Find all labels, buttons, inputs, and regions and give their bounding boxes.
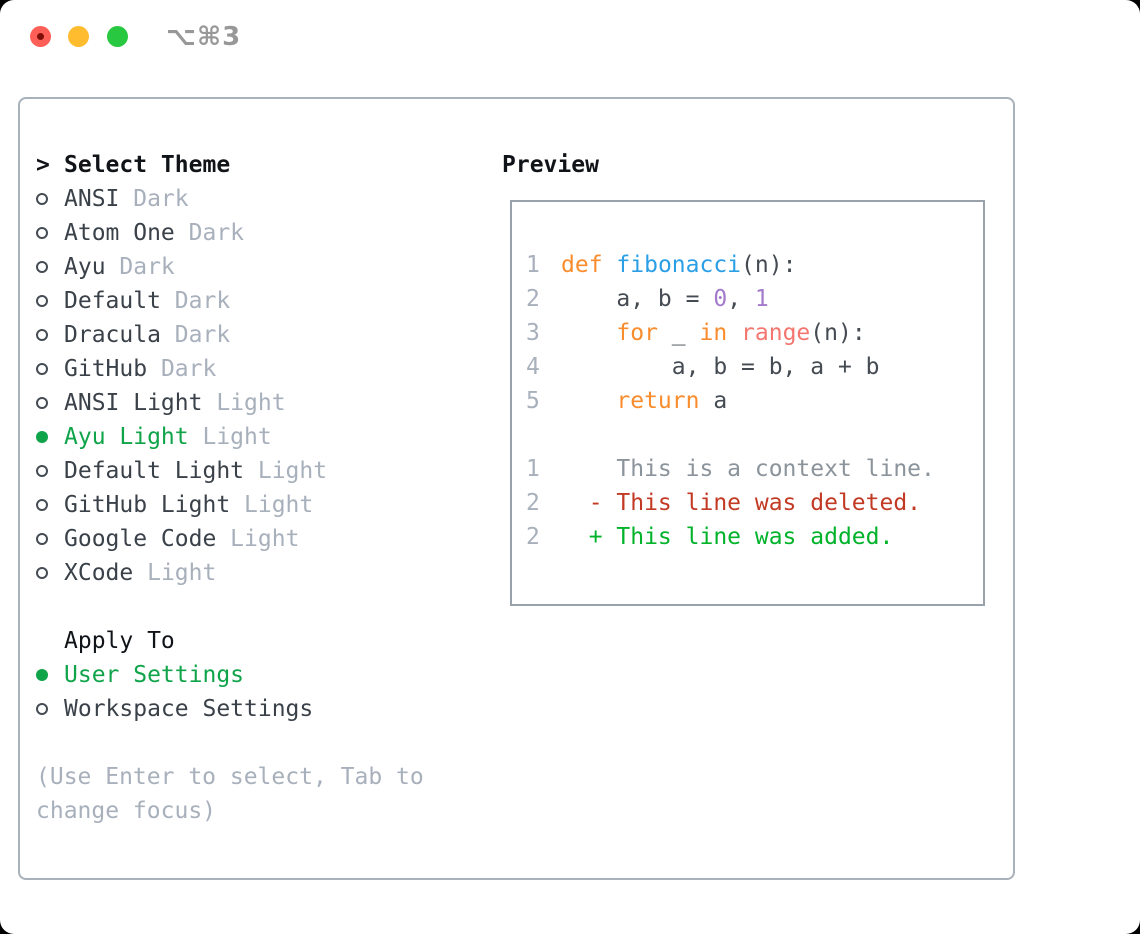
preview-code-line: 2 a, b = 0, 1 — [526, 286, 769, 312]
item-label: Atom One — [64, 220, 175, 246]
radio-unselected-icon — [36, 397, 48, 409]
prompt-icon: > — [36, 152, 50, 178]
radio-unselected-icon — [36, 499, 48, 511]
theme-item-google-code-light[interactable]: Google Code Light — [36, 522, 424, 556]
select-theme-header: > Select Theme — [36, 148, 424, 182]
radio-unselected-icon — [36, 703, 48, 715]
item-label: Default Light — [64, 458, 245, 484]
line-number: 2 — [526, 490, 540, 516]
theme-item-github-light-light[interactable]: GitHub Light Light — [36, 488, 424, 522]
radio-unselected-icon — [36, 363, 48, 375]
help-text-line-2: change focus) — [36, 798, 217, 824]
item-variant-label: Light — [202, 390, 286, 416]
line-number: 3 — [526, 320, 540, 346]
radio-unselected-icon — [36, 329, 48, 341]
window-title: ⌥⌘3 — [166, 22, 242, 52]
theme-item-default-dark[interactable]: Default Dark — [36, 284, 424, 318]
radio-unselected-icon — [36, 567, 48, 579]
item-variant-label: Dark — [119, 186, 189, 212]
theme-item-github-dark[interactable]: GitHub Dark — [36, 352, 424, 386]
item-variant-label: Light — [244, 458, 328, 484]
item-label: Workspace Settings — [64, 696, 314, 722]
item-label: Default — [64, 288, 161, 314]
radio-unselected-icon — [36, 193, 48, 205]
close-dot-icon — [37, 33, 44, 40]
item-variant-label: Dark — [147, 356, 217, 382]
radio-selected-icon — [36, 669, 48, 681]
item-label: Ayu — [64, 254, 106, 280]
item-label: Google Code — [64, 526, 217, 552]
item-label: GitHub — [64, 356, 148, 382]
radio-unselected-icon — [36, 295, 48, 307]
line-number: 5 — [526, 388, 540, 414]
theme-item-xcode-light[interactable]: XCode Light — [36, 556, 424, 590]
item-variant-label: Light — [188, 424, 272, 450]
line-number: 2 — [526, 524, 540, 550]
spacer-row — [36, 590, 424, 624]
theme-item-ayu-light-light[interactable]: Ayu Light Light — [36, 420, 424, 454]
theme-item-ayu-dark[interactable]: Ayu Dark — [36, 250, 424, 284]
item-variant-label: Dark — [160, 288, 231, 314]
spacer-row — [36, 726, 424, 760]
item-label: ANSI Light — [64, 390, 203, 416]
preview-code-line: 1 This is a context line. — [526, 456, 935, 482]
item-label: Ayu Light — [64, 424, 189, 450]
preview-code-line — [526, 418, 983, 452]
maximize-button[interactable] — [107, 26, 128, 47]
titlebar: ⌥⌘3 — [0, 0, 1140, 70]
item-variant-label: Dark — [105, 254, 175, 280]
preview-title: Preview — [502, 152, 599, 178]
preview-code-line: 3 for _ in range(n): — [526, 320, 866, 346]
preview-code-line: 2 - This line was deleted. — [526, 490, 922, 516]
preview-code-line: 2 + This line was added. — [526, 524, 894, 550]
line-number: 1 — [526, 456, 540, 482]
preview-code-line: 5 return a — [526, 388, 728, 414]
item-label: ANSI — [64, 186, 120, 212]
item-variant-label: Light — [216, 526, 300, 552]
line-number: 2 — [526, 286, 540, 312]
item-variant-label: Dark — [160, 322, 231, 348]
radio-unselected-icon — [36, 261, 48, 273]
apply-to-header: Apply To — [36, 624, 424, 658]
radio-unselected-icon — [36, 533, 48, 545]
item-label: XCode — [64, 560, 134, 586]
line-number: 1 — [526, 252, 540, 278]
item-label: User Settings — [64, 662, 245, 688]
theme-item-dracula-dark[interactable]: Dracula Dark — [36, 318, 424, 352]
item-label: Dracula — [64, 322, 161, 348]
radio-selected-icon — [36, 431, 48, 443]
select-theme-title: Select Theme — [64, 152, 231, 178]
item-variant-label: Light — [133, 560, 217, 586]
theme-item-ansi-dark[interactable]: ANSI Dark — [36, 182, 424, 216]
radio-unselected-icon — [36, 465, 48, 477]
theme-item-ansi-light-light[interactable]: ANSI Light Light — [36, 386, 424, 420]
apply-option-user-settings[interactable]: User Settings — [36, 658, 424, 692]
item-variant-label: Dark — [174, 220, 245, 246]
help-text-line-1: (Use Enter to select, Tab to — [36, 764, 424, 790]
apply-to-title: Apply To — [64, 628, 175, 654]
theme-item-atom-one-dark[interactable]: Atom One Dark — [36, 216, 424, 250]
line-number: 4 — [526, 354, 540, 380]
item-label: GitHub Light — [64, 492, 231, 518]
apply-option-workspace-settings[interactable]: Workspace Settings — [36, 692, 424, 726]
minimize-button[interactable] — [68, 26, 89, 47]
item-variant-label: Light — [230, 492, 314, 518]
radio-unselected-icon — [36, 227, 48, 239]
close-button[interactable] — [30, 26, 51, 47]
theme-item-default-light-light[interactable]: Default Light Light — [36, 454, 424, 488]
preview-code-line: 4 a, b = b, a + b — [526, 354, 880, 380]
